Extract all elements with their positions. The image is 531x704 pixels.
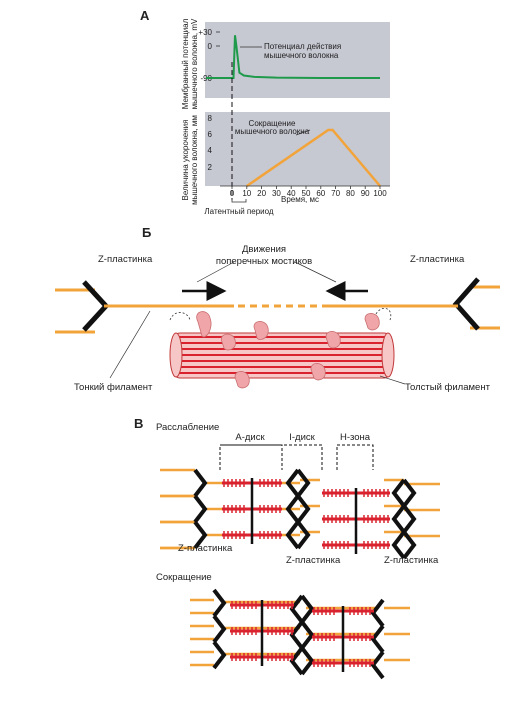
contraction-ylabel-2: мышечного волокна, мм (190, 115, 199, 205)
z-plate-chevron (391, 530, 406, 560)
contraction-plot-area (205, 112, 390, 186)
x-axis-label: Время, мс (281, 195, 319, 204)
x-tick-label: 40 (287, 189, 296, 198)
potential-plot: Мембранный потенциал мышечного волокна, … (181, 18, 390, 109)
potential-tick-label: 0 (208, 42, 213, 51)
z-plate-chevron (285, 494, 300, 524)
z-plate-chevron (300, 646, 315, 676)
contraction-annotation-1: Сокращение (249, 119, 296, 128)
potential-tick-label: +30 (198, 28, 212, 37)
z-plate-chevron (296, 520, 311, 550)
panel-b: Б Движения поперечных мостиков Z-пластин… (55, 225, 500, 393)
thick-filament-label: Толстый филамент (405, 382, 491, 393)
z-plate-label-3: Z-пластинка (384, 555, 439, 566)
potential-series-line (206, 35, 380, 79)
panel-c-label: В (134, 416, 143, 431)
panel-a: А Мембранный потенциал мышечного волокна… (140, 8, 390, 216)
panel-c: В Расслабление А-диск I-диск Н-зона Z-пл… (134, 416, 440, 680)
contraction-tick-label: 2 (208, 163, 213, 172)
x-tick-label: 80 (346, 189, 355, 198)
potential-ylabel-1: Мембранный потенциал (181, 18, 190, 109)
x-tick-label: 10 (242, 189, 251, 198)
x-tick-label: 70 (331, 189, 340, 198)
contraction-tick-label: 6 (208, 130, 213, 139)
potential-plot-area (205, 22, 390, 98)
potential-annotation-1: Потенциал действия (264, 42, 341, 51)
z-plate-chevron (296, 494, 311, 524)
z-plate-chevron (370, 650, 385, 680)
z-plate-chevron (402, 530, 417, 560)
z-plate-chevron (289, 620, 304, 650)
z-plate-chevron (285, 520, 300, 550)
myosin-heads (169, 307, 392, 389)
panel-b-label: Б (142, 225, 151, 240)
thick-filament-pointer (379, 375, 406, 385)
relaxed-sarcomere (160, 468, 440, 560)
z-plate-left (55, 280, 110, 334)
z-plate-chevron (402, 504, 417, 534)
x-tick-label: 50 (302, 189, 311, 198)
z-plate-label-2: Z-пластинка (286, 555, 341, 566)
thin-filament-pointer (109, 310, 151, 379)
z-plate-chevron (212, 588, 227, 618)
z-plate-chevron (212, 640, 227, 670)
z-plate-chevron (212, 614, 227, 644)
contraction-tick-label: 8 (208, 114, 213, 123)
z-plate-chevron (402, 478, 417, 508)
x-tick-label: 90 (361, 189, 370, 198)
z-plate-chevron (289, 594, 304, 624)
z-plate-right (452, 277, 500, 331)
z-plate-chevron (289, 646, 304, 676)
h-zone-label: Н-зона (340, 432, 371, 443)
contraction-series-line (246, 128, 381, 188)
x-tick-label: 20 (257, 189, 266, 198)
x-tick-label: 100 (373, 189, 387, 198)
cross-bridge-pointer-left (196, 261, 235, 283)
i-disk-label: I-диск (289, 432, 315, 443)
z-plate-chevron (296, 468, 311, 498)
z-plate-chevron (193, 520, 208, 550)
thin-filament-label: Тонкий филамент (74, 382, 153, 393)
latent-period-bracket (231, 199, 247, 203)
z-plate-chevron (370, 624, 385, 654)
band-brackets (219, 444, 374, 470)
z-plate-chevron (391, 504, 406, 534)
z-plate-chevron (370, 598, 385, 628)
latent-period-label: Латентный период (204, 207, 273, 216)
z-plate-chevron (193, 494, 208, 524)
potential-ylabel-2: мышечного волокна, mV (190, 18, 199, 109)
a-disk-label: А-диск (235, 432, 265, 443)
z-plate-chevron (300, 620, 315, 650)
x-tick-label: 30 (272, 189, 281, 198)
contraction-ylabel-1: Величина укорочения (181, 120, 190, 201)
cross-bridge-label-2: поперечных мостиков (216, 256, 312, 267)
contraction-plot: Величина укорочения мышечного волокна, м… (181, 112, 390, 205)
x-tick-label: 60 (316, 189, 325, 198)
z-plate-chevron (391, 478, 406, 508)
z-plate-chevron (300, 594, 315, 624)
relaxation-label: Расслабление (156, 422, 219, 433)
z-plate-chevron (193, 468, 208, 498)
contraction-pointer (295, 129, 311, 136)
z-plate-left-label: Z-пластинка (98, 254, 153, 265)
z-plate-chevron (285, 468, 300, 498)
contracted-sarcomere (190, 588, 410, 680)
z-plate-right-label: Z-пластинка (410, 254, 465, 265)
cross-bridge-label-1: Движения (242, 244, 286, 255)
contraction-tick-label: 4 (208, 146, 213, 155)
potential-annotation-2: мышечного волокна (264, 51, 339, 60)
thick-filament-bundle (169, 332, 395, 379)
contraction-annotation-2: мышечного волокна (235, 127, 310, 136)
contraction-label: Сокращение (156, 572, 212, 583)
cross-bridge-pointer-right (294, 261, 337, 283)
x-tick-label: 0 (230, 189, 235, 198)
panel-a-label: А (140, 8, 150, 23)
z-plate-label-1: Z-пластинка (178, 543, 233, 554)
